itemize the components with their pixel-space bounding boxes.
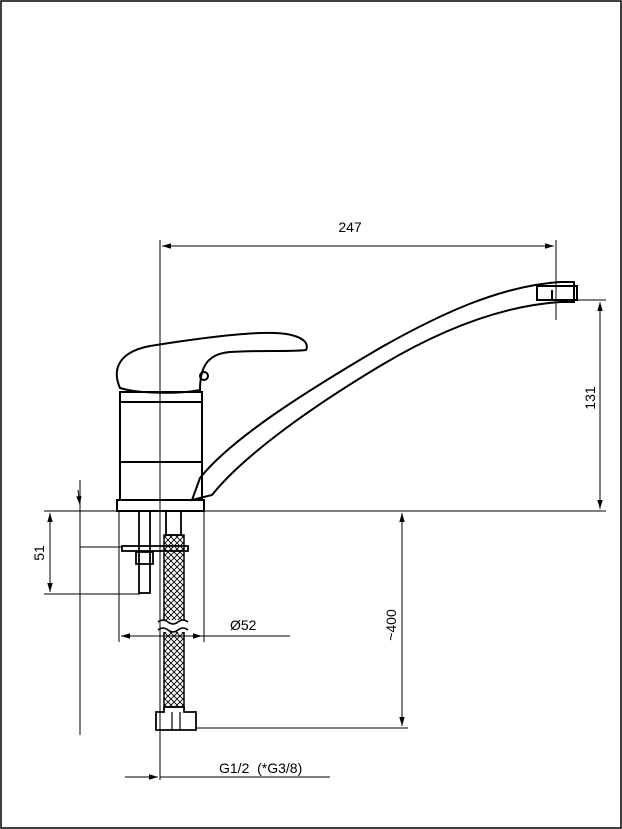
braided-hose	[155, 534, 197, 731]
base-diameter-label: Ø52	[230, 617, 257, 633]
lever-handle	[115, 331, 308, 394]
dimension-lines	[44, 240, 606, 780]
aerator	[536, 285, 578, 301]
connection-thread-label: G1/2 (*G3/8)	[219, 760, 302, 776]
hose-nut	[155, 706, 197, 731]
spout-height-label: 131	[582, 386, 598, 410]
mounting-plate	[121, 545, 189, 552]
lever-knob-icon	[199, 371, 209, 381]
spout-reach-label: 247	[338, 219, 362, 235]
faucet-body	[115, 281, 578, 512]
cartridge-body	[119, 391, 203, 501]
base-thickness-label: 51	[31, 545, 47, 561]
mounting-assembly	[121, 510, 189, 594]
spout	[190, 281, 575, 502]
hose-length-label: ~400	[383, 609, 399, 641]
